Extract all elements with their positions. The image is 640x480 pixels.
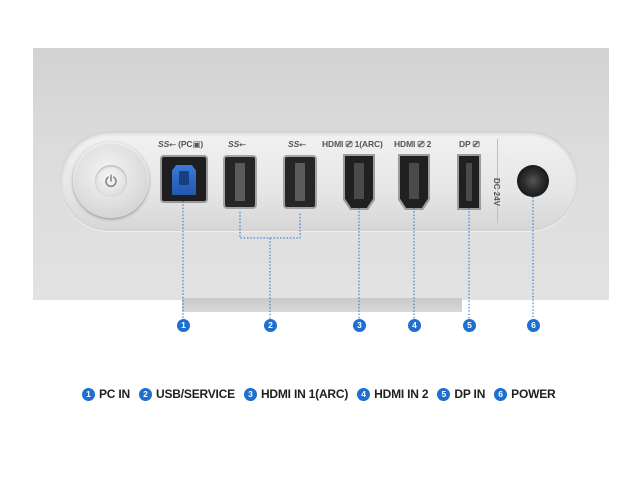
strip-divider bbox=[497, 139, 498, 223]
hdmi-icon: ⎚ bbox=[345, 139, 353, 149]
usb-b-slot bbox=[179, 171, 189, 185]
legend-label: DP IN bbox=[454, 387, 486, 401]
pc-port-label-text: (PC bbox=[178, 139, 193, 149]
callout-marker-2: 2 bbox=[264, 319, 277, 332]
legend-number: 1 bbox=[82, 387, 95, 401]
legend-label: PC IN bbox=[99, 387, 131, 401]
hdmi2-label-text: HDMI bbox=[394, 139, 416, 149]
legend-number: 3 bbox=[243, 387, 257, 401]
usb1-port-label: SS⭠ bbox=[228, 139, 246, 150]
pc-port-label: SS⭠ (PC▣) bbox=[158, 139, 203, 150]
power-icon bbox=[105, 174, 117, 188]
hdmi2-slot bbox=[409, 163, 419, 199]
callout-marker-3: 3 bbox=[353, 319, 366, 332]
dp-port-label: DP ⎚ bbox=[459, 139, 480, 150]
hdmi1-label-text: HDMI bbox=[322, 139, 344, 149]
ss-usb-icon: SS bbox=[158, 139, 170, 149]
port-legend: 1 PC IN 2 USB/SERVICE 3 HDMI IN 1(ARC) 4… bbox=[82, 387, 556, 401]
legend-item-dp-in: 5 DP IN bbox=[437, 387, 485, 401]
usb-a-tongue bbox=[235, 163, 245, 201]
hdmi-icon: ⎚ bbox=[417, 139, 425, 149]
dp-slot bbox=[466, 163, 472, 201]
usb-a-tongue bbox=[295, 163, 305, 201]
hdmi1-port-label: HDMI ⎚ 1(ARC) bbox=[322, 139, 383, 150]
callout-marker-6: 6 bbox=[527, 319, 540, 332]
legend-label: POWER bbox=[511, 387, 556, 401]
legend-number: 5 bbox=[437, 387, 451, 401]
callout-marker-4: 4 bbox=[408, 319, 421, 332]
usb-trident-icon: ⭠ bbox=[299, 139, 306, 149]
legend-label: HDMI IN 2 bbox=[374, 387, 429, 401]
legend-item-hdmi-in-1: 3 HDMI IN 1(ARC) bbox=[243, 387, 349, 401]
hdmi2-port-label: HDMI ⎚ 2 bbox=[394, 139, 431, 150]
stand-neck bbox=[182, 298, 462, 312]
usb-trident-icon: ⭠ bbox=[169, 139, 176, 149]
usb-trident-icon: ⭠ bbox=[239, 139, 246, 149]
legend-label: USB/SERVICE bbox=[156, 387, 235, 401]
usb2-port-label: SS⭠ bbox=[288, 139, 306, 150]
legend-number: 6 bbox=[494, 387, 508, 401]
legend-number: 2 bbox=[139, 387, 153, 401]
pc-icon: ▣) bbox=[192, 139, 204, 149]
hdmi1-slot bbox=[354, 163, 364, 199]
legend-item-hdmi-in-2: 4 HDMI IN 2 bbox=[357, 387, 429, 401]
callout-line-2 bbox=[239, 212, 301, 239]
legend-label: HDMI IN 1(ARC) bbox=[260, 387, 349, 401]
legend-item-pc-in: 1 PC IN bbox=[82, 387, 130, 401]
legend-item-power: 6 POWER bbox=[494, 387, 556, 401]
legend-number: 4 bbox=[357, 387, 371, 401]
ss-usb-icon: SS bbox=[228, 139, 240, 149]
legend-item-usb-service: 2 USB/SERVICE bbox=[139, 387, 235, 401]
dp-icon: ⎚ bbox=[472, 139, 480, 149]
callout-marker-1: 1 bbox=[177, 319, 190, 332]
dc-power-jack[interactable] bbox=[517, 165, 549, 197]
hdmi2-label-suffix: 2 bbox=[426, 139, 432, 149]
dp-label-text: DP bbox=[459, 139, 471, 149]
hdmi1-label-suffix: 1(ARC) bbox=[354, 139, 383, 149]
callout-marker-5: 5 bbox=[463, 319, 476, 332]
ss-usb-icon: SS bbox=[288, 139, 300, 149]
